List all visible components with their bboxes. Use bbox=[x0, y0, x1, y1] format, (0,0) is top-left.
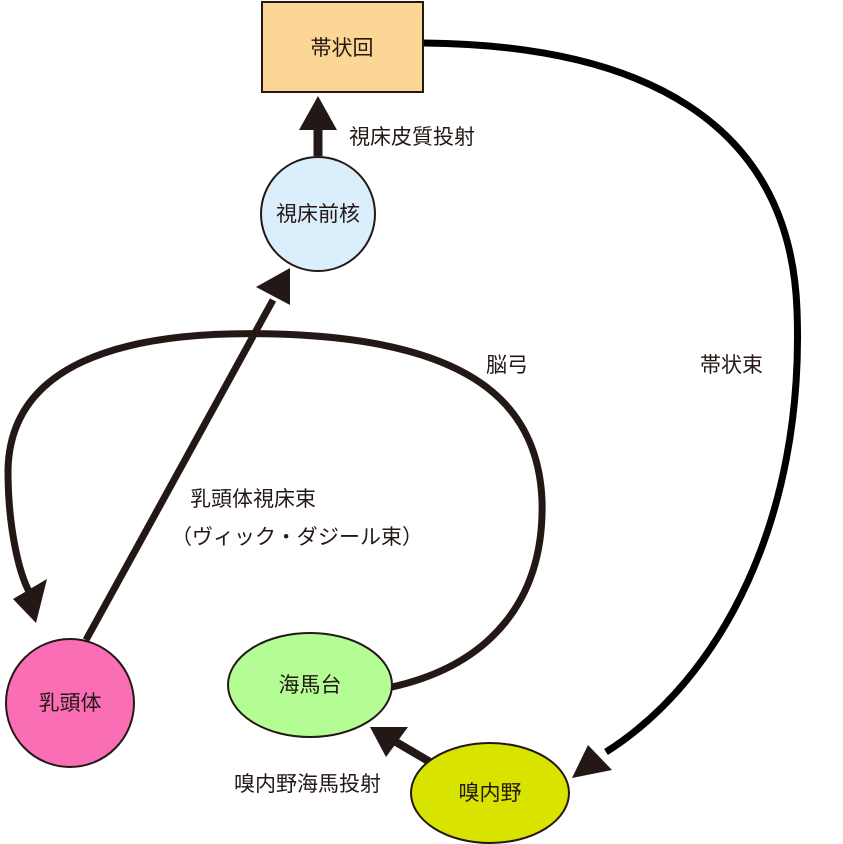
node-cingulate-gyrus: 帯状回 bbox=[261, 1, 424, 93]
perforant-path-arrowhead bbox=[370, 727, 408, 757]
edge-label-cingulum: 帯状束 bbox=[700, 353, 763, 377]
cingulum-arrow-line bbox=[423, 39, 802, 755]
cingulum-arrowhead bbox=[572, 745, 612, 778]
node-label-cingulate-gyrus: 帯状回 bbox=[311, 36, 374, 60]
mammillothalamic-arrow-line bbox=[82, 298, 277, 642]
thalamocortical-arrowhead bbox=[299, 96, 337, 130]
fornix-arrow-line bbox=[4, 330, 546, 691]
node-label-anterior-thalamic-nucleus: 視床前核 bbox=[276, 202, 360, 226]
node-label-entorhinal-cortex: 嗅内野 bbox=[459, 781, 522, 805]
edge-label-fornix: 脳弓 bbox=[486, 353, 528, 377]
edge-label-mammillothalamic-line1: 乳頭体視床束 bbox=[190, 487, 316, 511]
node-hippocampal-formation: 海馬台 bbox=[227, 632, 393, 738]
mammillothalamic-arrowhead bbox=[256, 268, 290, 305]
node-anterior-thalamic-nucleus: 視床前核 bbox=[260, 156, 376, 272]
node-entorhinal-cortex: 嗅内野 bbox=[410, 742, 570, 844]
edge-label-perforant-path: 嗅内野海馬投射 bbox=[234, 772, 381, 796]
edge-label-mammillothalamic-line2: （ヴィック・ダジール束） bbox=[171, 525, 423, 549]
edge-label-thalamocortical: 視床皮質投射 bbox=[349, 125, 475, 149]
node-mammillary-body: 乳頭体 bbox=[5, 638, 135, 768]
node-label-mammillary-body: 乳頭体 bbox=[39, 691, 102, 715]
fornix-arrowhead bbox=[13, 579, 47, 623]
node-label-hippocampal-formation: 海馬台 bbox=[279, 673, 342, 697]
perforant-path-arrow-line bbox=[393, 738, 433, 766]
